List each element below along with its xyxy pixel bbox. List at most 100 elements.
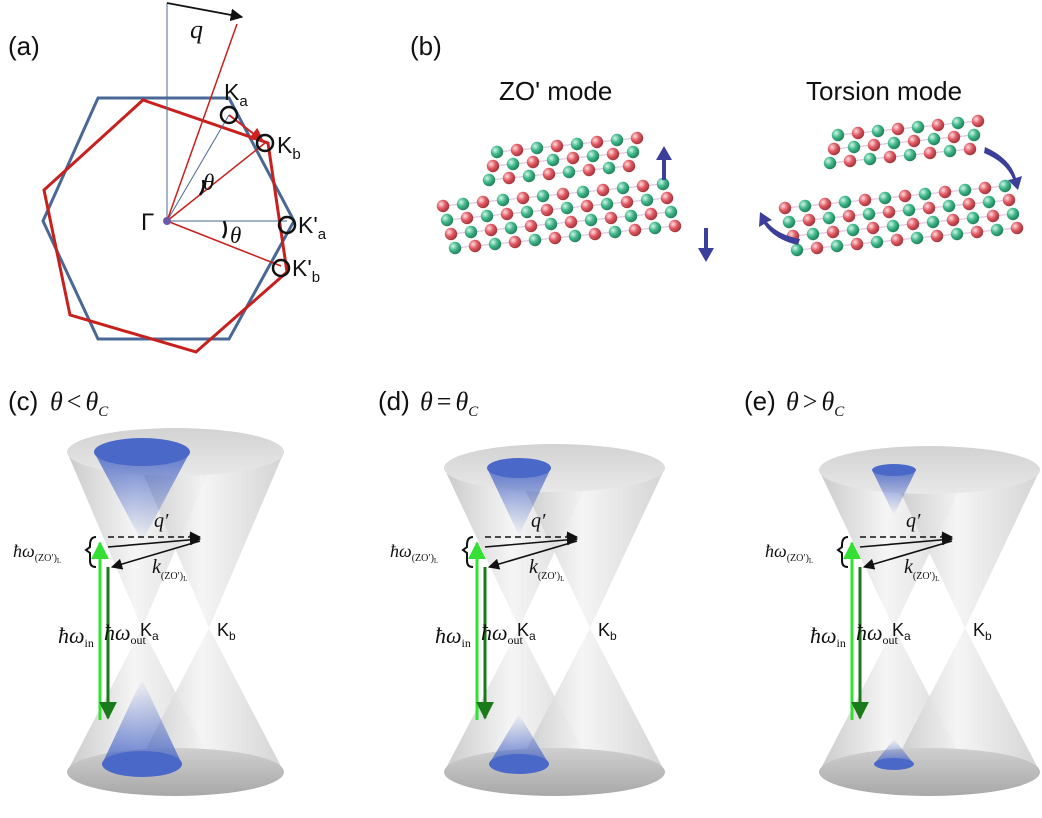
atom-red — [810, 241, 824, 255]
k-arrow — [487, 540, 578, 570]
theta-arc-lower — [221, 220, 227, 239]
atom-green — [496, 193, 510, 207]
curved-arrow-icon-left — [759, 212, 800, 245]
atom-red — [486, 159, 500, 173]
atom-red — [851, 126, 865, 140]
atom-red — [630, 131, 644, 145]
atom-red — [867, 138, 881, 152]
atom-red — [906, 217, 920, 231]
atom-green — [831, 128, 845, 142]
down-arrow-icon — [698, 228, 714, 262]
atom-green — [490, 145, 504, 159]
atom-green — [560, 201, 574, 215]
upper-fermi-surface — [487, 458, 551, 478]
atom-red — [516, 191, 530, 205]
atom-green — [943, 144, 957, 158]
atom-red — [890, 233, 904, 247]
panel-label-a: (a) — [8, 31, 40, 61]
hbar-omega-zo-label: ħω(ZO′)L — [13, 541, 61, 565]
atom-red — [971, 114, 985, 128]
atom-green — [822, 211, 836, 225]
atom-green — [950, 227, 964, 241]
atom-green — [806, 227, 820, 241]
atom-red — [1002, 193, 1016, 207]
atom-red — [526, 155, 540, 169]
atom-red — [596, 183, 610, 197]
Kb-marker — [255, 133, 275, 153]
Kpb-label: K'b — [292, 255, 320, 286]
atom-red — [898, 189, 912, 203]
condition-label: θ>θC — [786, 387, 845, 420]
atom-green — [608, 225, 622, 239]
atom-red — [883, 150, 897, 164]
atom-red — [946, 213, 960, 227]
zo-mode-lattice — [436, 131, 682, 255]
Kpa-label: K'a — [298, 212, 327, 243]
atom-green — [586, 149, 600, 163]
atom-green — [782, 215, 796, 229]
lower-fermi-surface — [874, 758, 914, 770]
atom-red — [590, 135, 604, 149]
Kb-dirac-label: Kb — [973, 620, 992, 643]
atom-red — [970, 225, 984, 239]
Ka-marker — [219, 105, 239, 125]
atom-red — [548, 231, 562, 245]
atom-red — [628, 223, 642, 237]
lower-cone-b — [134, 628, 284, 772]
atom-green — [927, 132, 941, 146]
atom-green — [798, 199, 812, 213]
atom-green — [926, 215, 940, 229]
hbar-omega-in-label: ħωin — [58, 623, 94, 650]
Ka-dirac-label: Ka — [517, 620, 536, 643]
atom-red — [843, 154, 857, 168]
upper-cone-b — [134, 452, 284, 628]
Kpa-marker — [277, 215, 297, 235]
atom-green — [616, 181, 630, 195]
atom-green — [640, 193, 654, 207]
atom-red — [620, 195, 634, 209]
atom-red — [550, 139, 564, 153]
atom-red — [938, 185, 952, 199]
atom-green — [602, 161, 616, 175]
atom-red — [580, 199, 594, 213]
atom-red — [436, 199, 450, 213]
atom-red — [962, 197, 976, 211]
atom-red — [882, 205, 896, 219]
red-line-to-Kb — [166, 142, 266, 222]
atom-green — [958, 183, 972, 197]
atom-green — [480, 209, 494, 223]
panel-label-e: (e) — [744, 386, 776, 416]
atom-green — [656, 177, 670, 191]
atom-green — [530, 141, 544, 155]
condition-label: θ=θC — [420, 387, 479, 420]
Kb-dirac-label: Kb — [598, 620, 617, 643]
mode-title-zo: ZO' mode — [499, 76, 612, 106]
lower-cone-b — [890, 628, 1040, 772]
atom-red — [582, 163, 596, 177]
atom-green — [942, 199, 956, 213]
top-ellipse — [444, 444, 665, 492]
q-arrow — [166, 2, 244, 22]
atom-red — [907, 134, 921, 148]
atom-red — [930, 229, 944, 243]
atom-red — [510, 143, 524, 157]
atom-red — [827, 142, 841, 156]
atom-green — [847, 140, 861, 154]
atom-green — [562, 165, 576, 179]
hexagon-blue-clean — [41, 96, 296, 341]
atom-green — [910, 231, 924, 245]
atom-green — [520, 205, 534, 219]
atom-green — [990, 223, 1004, 237]
atom-green — [830, 239, 844, 253]
hbar-omega-out-label: ħωout — [856, 620, 899, 647]
atom-green — [648, 221, 662, 235]
atom-green — [610, 133, 624, 147]
atom-red — [668, 219, 682, 233]
atom-red — [500, 207, 514, 221]
atom-green — [823, 156, 837, 170]
atom-red — [502, 171, 516, 185]
upper-cone-b — [890, 470, 1040, 628]
